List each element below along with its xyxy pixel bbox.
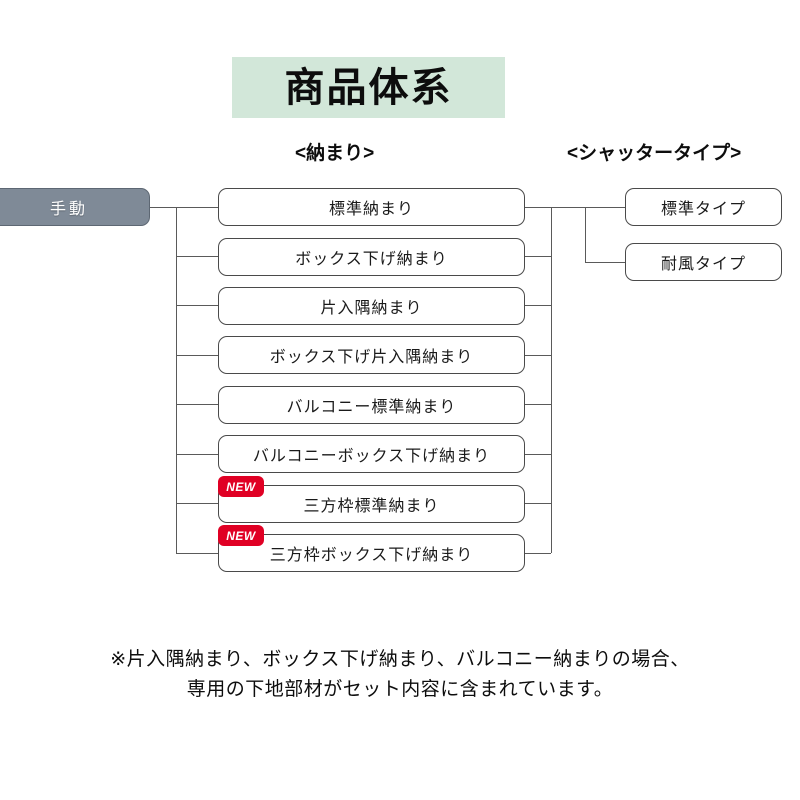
connector-right-trunk: [551, 207, 552, 553]
connector-shutter-feed: [551, 207, 585, 208]
new-badge-osamari-8: NEW: [218, 525, 264, 546]
connector-left-branch-5: [176, 404, 218, 405]
node-box-osamari-3[interactable]: 片入隅納まり: [218, 287, 525, 325]
new-badge-label: NEW: [226, 479, 256, 494]
node-box-shutter-2[interactable]: 耐風タイプ: [625, 243, 782, 281]
node-box-osamari-1[interactable]: 標準納まり: [218, 188, 525, 226]
page-title: 商品体系: [284, 65, 453, 110]
connector-right-branch-7: [525, 503, 551, 504]
connector-left-branch-2: [176, 256, 218, 257]
root-node-label: 手動: [49, 201, 88, 218]
title-banner: 商品体系: [232, 57, 505, 118]
footnote-line-1: ※片入隅納まり、ボックス下げ納まり、バルコニー納まりの場合、: [110, 649, 690, 670]
footnote: ※片入隅納まり、ボックス下げ納まり、バルコニー納まりの場合、 専用の下地部材がセ…: [0, 645, 800, 705]
connector-left-branch-8: [176, 553, 218, 554]
node-label: ボックス下げ納まり: [295, 251, 448, 268]
column-heading-shutter-type: <シャッタータイプ>: [567, 143, 742, 164]
node-box-osamari-7[interactable]: 三方枠標準納まり: [218, 485, 525, 523]
node-label: 標準納まり: [328, 201, 414, 218]
node-label: ボックス下げ片入隅納まり: [269, 349, 474, 366]
node-label: 耐風タイプ: [660, 256, 746, 273]
connector-right-branch-2: [525, 256, 551, 257]
connector-left-branch-4: [176, 355, 218, 356]
footnote-line-2: 専用の下地部材がセット内容に含まれています。: [186, 679, 614, 700]
connector-right-branch-1: [525, 207, 551, 208]
root-node-manual[interactable]: 手動: [0, 188, 150, 226]
node-box-osamari-2[interactable]: ボックス下げ納まり: [218, 238, 525, 276]
connector-root-stub: [150, 207, 176, 208]
connector-shutter-trunk: [585, 207, 586, 263]
new-badge-osamari-7: NEW: [218, 476, 264, 497]
connector-left-branch-1: [176, 207, 218, 208]
connector-left-branch-6: [176, 454, 218, 455]
new-badge-label: NEW: [226, 528, 256, 543]
connector-shutter-branch-1: [585, 207, 625, 208]
node-label: バルコニー標準納まり: [286, 399, 457, 416]
node-box-osamari-4[interactable]: ボックス下げ片入隅納まり: [218, 336, 525, 374]
node-label: 片入隅納まり: [320, 300, 423, 317]
connector-right-branch-6: [525, 454, 551, 455]
node-box-shutter-1[interactable]: 標準タイプ: [625, 188, 782, 226]
node-box-osamari-5[interactable]: バルコニー標準納まり: [218, 386, 525, 424]
connector-right-branch-4: [525, 355, 551, 356]
connector-right-branch-5: [525, 404, 551, 405]
connector-left-branch-7: [176, 503, 218, 504]
node-box-osamari-6[interactable]: バルコニーボックス下げ納まり: [218, 435, 525, 473]
node-label: 三方枠ボックス下げ納まり: [269, 547, 474, 564]
connector-right-branch-3: [525, 305, 551, 306]
node-box-osamari-8[interactable]: 三方枠ボックス下げ納まり: [218, 534, 525, 572]
connector-left-trunk: [176, 207, 177, 553]
node-label: 三方枠標準納まり: [303, 498, 440, 515]
node-label: バルコニーボックス下げ納まり: [252, 448, 491, 465]
node-label: 標準タイプ: [660, 201, 746, 218]
column-heading-osamari: <納まり>: [295, 143, 375, 164]
connector-shutter-branch-2: [585, 262, 625, 263]
connector-left-branch-3: [176, 305, 218, 306]
connector-right-branch-8: [525, 553, 551, 554]
